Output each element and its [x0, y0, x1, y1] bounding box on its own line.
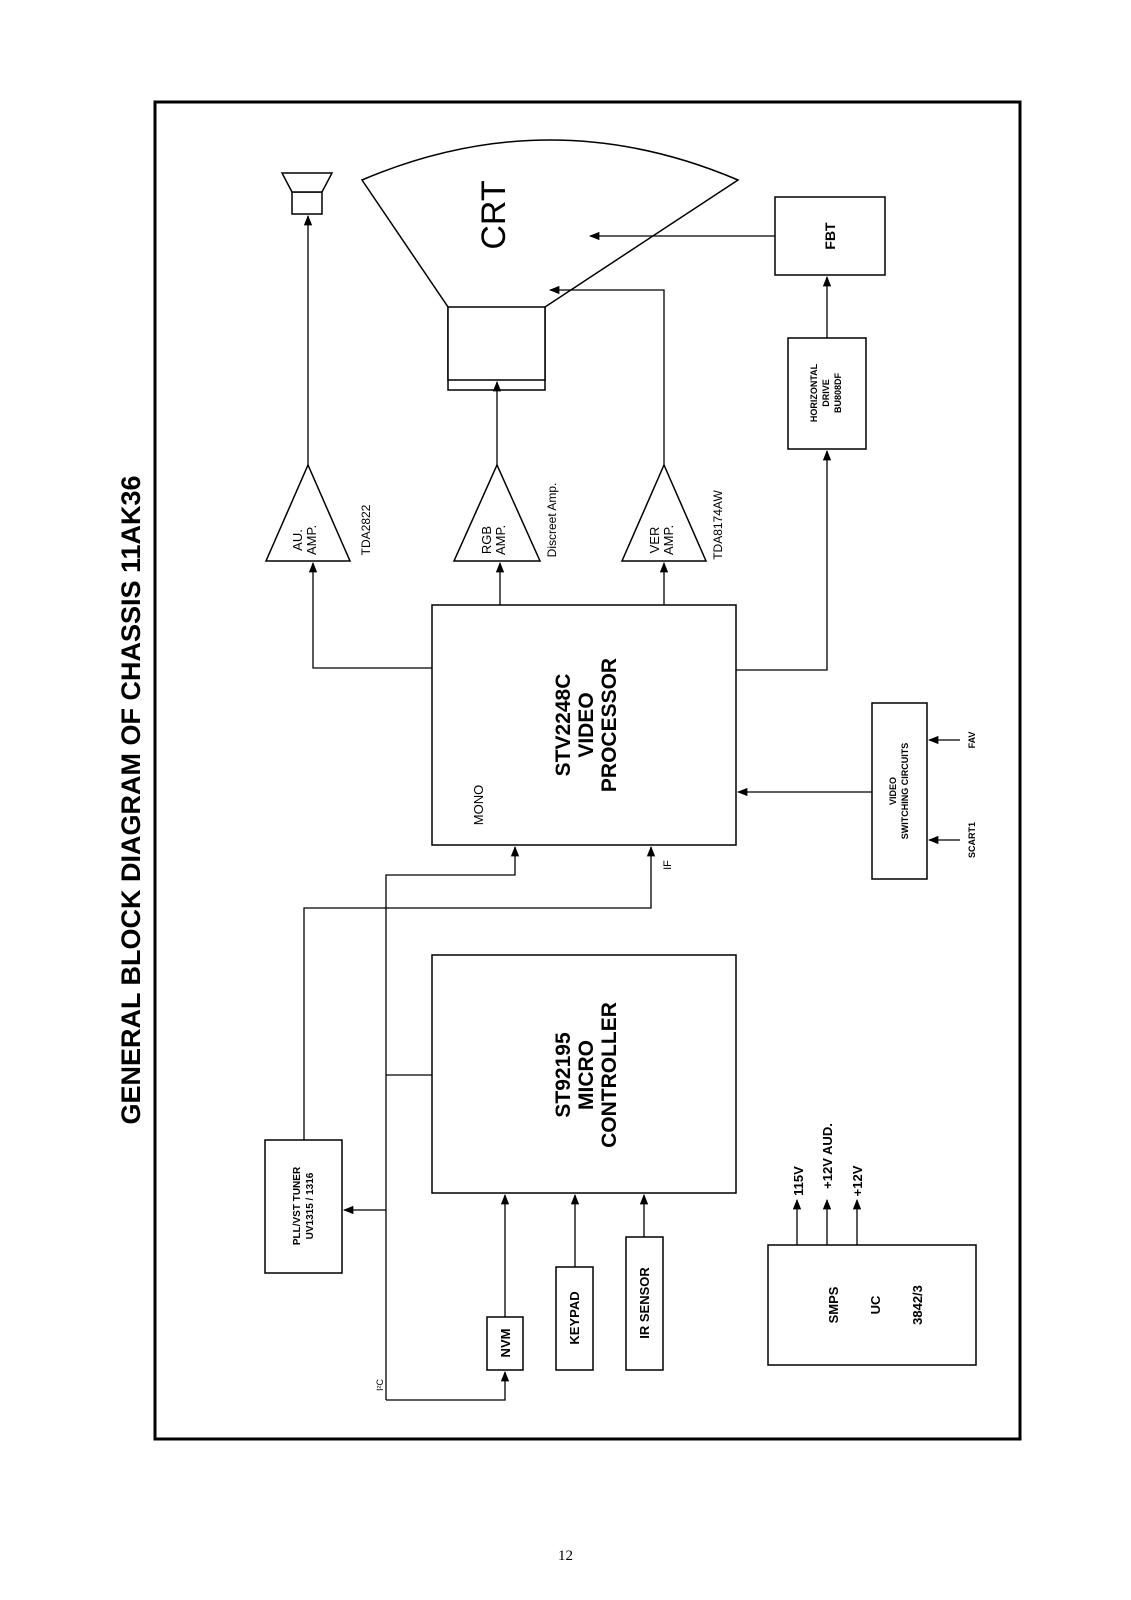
audio-amp-part: TDA2822 — [359, 504, 373, 555]
horizontal-drive-line1: HORIZONTAL — [809, 363, 819, 422]
tuner-box — [264, 1139, 343, 1274]
keypad-label: KEYPAD — [567, 1291, 582, 1344]
speaker-icon — [280, 172, 334, 215]
tuner-line1: PLL/VST TUNER — [292, 1166, 303, 1245]
vertical-amp-part: TDA8174AW — [711, 490, 725, 560]
rgb-amp-part: Discreet Amp. — [545, 483, 559, 558]
audio-amp-label2: AMP. — [304, 525, 319, 555]
connector — [303, 845, 656, 1140]
fav-label: FAV — [967, 732, 977, 749]
nvm-label: NVM — [498, 1329, 513, 1358]
connector — [385, 845, 520, 1400]
smps-line3: 3842/3 — [910, 1285, 925, 1325]
horizontal-drive-line2: DRIVE — [821, 379, 831, 407]
smps-box — [767, 1244, 977, 1366]
rgb-amp-label2: AMP. — [493, 525, 508, 555]
ir-sensor-label: IR SENSOR — [637, 1267, 652, 1339]
nvm-box — [486, 1316, 524, 1371]
vertical-amp-triangle — [620, 463, 708, 562]
horizontal-drive-line3: BU808DF — [833, 372, 843, 413]
fbt-label: FBT — [822, 222, 838, 250]
ir-sensor-box — [625, 1236, 664, 1371]
keypad-box — [555, 1266, 594, 1371]
v115-label: 115V — [791, 1166, 806, 1196]
micro-controller-line1: ST92195 — [552, 1032, 575, 1118]
crt-tube — [360, 139, 740, 391]
micro-controller-line2: MICRO — [575, 1040, 598, 1110]
vertical-amp-label2: AMP. — [661, 525, 676, 555]
video-processor-line1: STV2248C — [552, 674, 575, 777]
diagram-title: GENERAL BLOCK DIAGRAM OF CHASSIS 11AK36 — [116, 475, 146, 1124]
rgb-amp-triangle — [452, 463, 542, 562]
vertical-amp-label1: VER — [647, 527, 662, 554]
smps-line1: SMPS — [826, 1286, 841, 1323]
if-label: IF — [662, 860, 674, 870]
diagram-frame — [153, 100, 1022, 1441]
horizontal-drive-box — [787, 337, 867, 450]
fbt-box — [774, 196, 886, 276]
rgb-amp-label1: RGB — [479, 526, 494, 554]
crt-label: CRT — [475, 180, 513, 249]
video-processor-line3: PROCESSOR — [598, 658, 621, 792]
connector — [386, 1370, 510, 1401]
video-switching-line2: SWITCHING CIRCUITS — [900, 743, 910, 840]
tuner-line2: UV1315 / 1316 — [305, 1172, 316, 1239]
video-processor-line2: VIDEO — [575, 692, 598, 757]
micro-controller-box — [431, 954, 737, 1194]
micro-controller-line3: CONTROLLER — [598, 1002, 621, 1148]
video-processor-box — [431, 604, 737, 846]
scart-label: SCART1 — [967, 822, 977, 858]
audio-amp-triangle — [264, 463, 352, 562]
video-switching-box — [871, 702, 928, 880]
v12aud-label: +12V AUD. — [820, 1123, 835, 1189]
i2c-label: I²C — [375, 1379, 385, 1391]
connector — [308, 561, 432, 669]
audio-amp-label1: AU. — [290, 529, 305, 551]
page-number: 12 — [558, 1548, 573, 1564]
v12-label: +12V — [850, 1165, 865, 1196]
connector — [736, 449, 832, 671]
smps-line2: UC — [868, 1295, 883, 1314]
connector — [548, 285, 665, 465]
mono-label: MONO — [471, 785, 486, 825]
video-switching-line1: VIDEO — [888, 777, 898, 805]
